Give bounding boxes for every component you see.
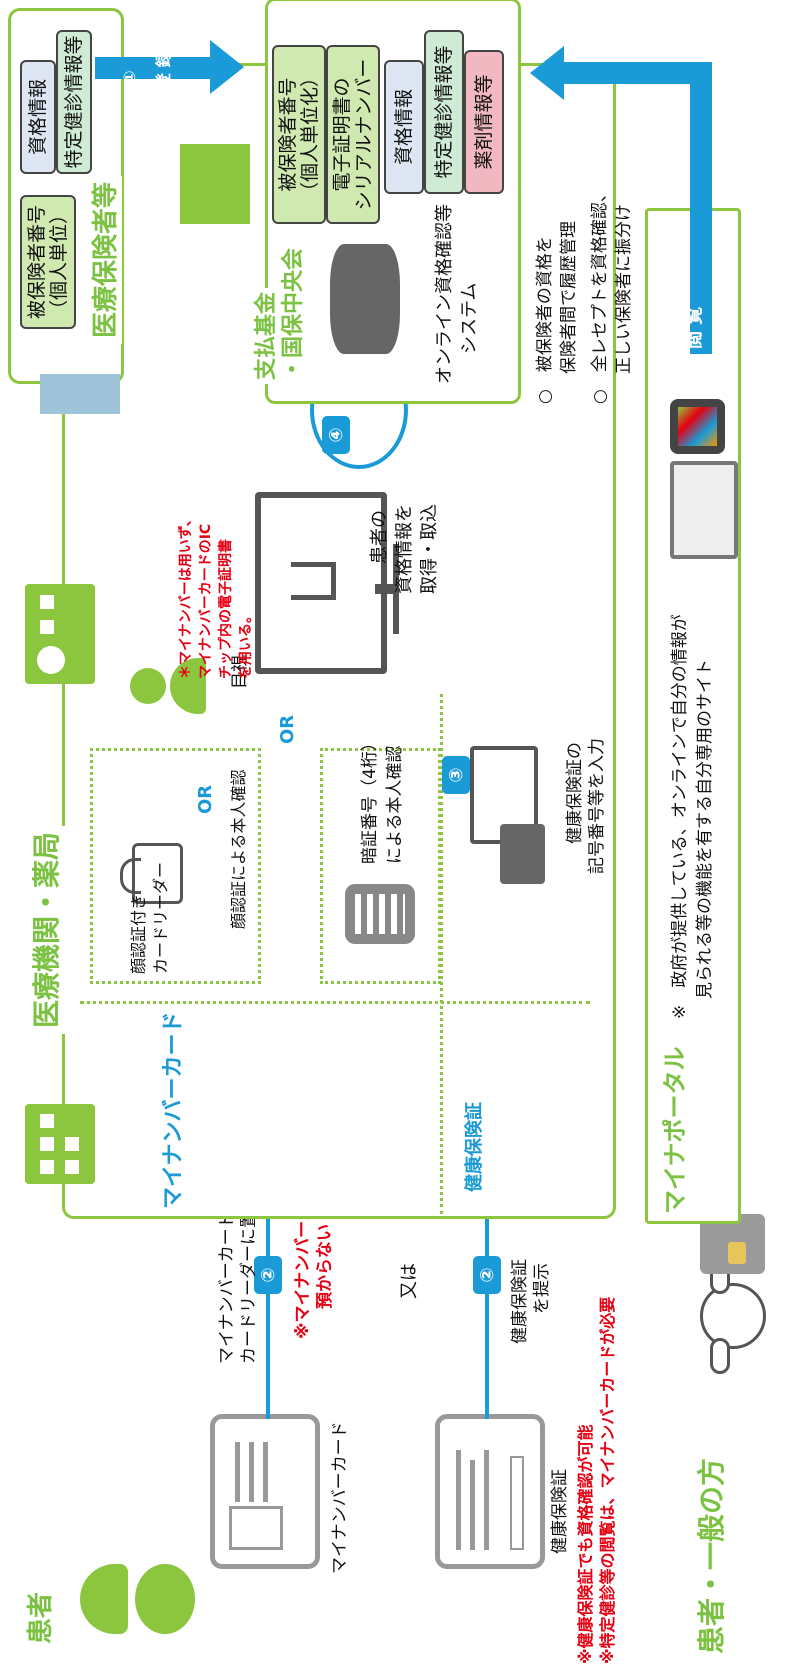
section-divider-v [80,1001,590,1004]
step2-badge-b: ② [473,1256,501,1294]
fund-building-icon [180,144,250,224]
db-checkup-info: 特定健診情報等 [424,30,464,194]
insurer-insured-number-1: 被保険者番号 [26,205,48,320]
browse-arrow-head [530,46,564,100]
insurance-card-icon [435,1414,545,1569]
db-serial-number: 電子証明書のシリアルナンバー [326,45,380,224]
browse-arrow-bend [560,62,712,84]
step1-badge: ① [120,70,139,84]
step3-badge: ③ [442,756,470,794]
or-label-1: OR [195,784,216,814]
insurer-title: 医療保険者等 [85,175,122,344]
db-drug-info: 薬剤情報等 [464,50,504,194]
red-note-4: を用いる。 [238,609,254,679]
fund-bullet-2b: 正しい保険者に振分け [614,204,634,374]
insurance-card-label: 健康保険証 [550,1469,570,1554]
general-public-title: 患者・一般の方 [695,1457,728,1654]
insurer-insured-number: 被保険者番号（個人単位） [20,195,76,329]
face-reader-text-2: カードリーダー [151,861,170,974]
pharmacy-building-icon [25,584,95,684]
db-insured-number-1: 被保険者番号 [277,77,299,192]
face-auth-label: 顔認証による本人確認 [229,769,248,929]
patient-title: 患者 [26,1591,56,1644]
db-serial-number-1: 電子証明書の [331,77,353,192]
system-text-1: オンライン資格確認等 [434,204,455,384]
pin-pad-icon [345,884,415,944]
bottom-note-2: ※特定健診等の閲覧は、マイナンバーカードが必要 [598,1296,617,1664]
step3-text-2: 記号番号等を入力 [587,738,607,874]
mynumber-card-section-label: マイナンバーカード [161,1011,186,1209]
pin-text-1: 暗証番号（4桁） [360,734,380,864]
red-note-2: マイナンバーカードのIC [198,523,214,679]
insurer-qualification-info: 資格情報 [20,60,56,174]
or-label: 又は [399,1263,420,1299]
mynumber-card-label: マイナンバーカード [330,1421,350,1574]
system-text-2: システム [459,282,480,354]
portal-title: マイナポータル [661,1046,689,1214]
pc-keyboard-icon [470,744,550,884]
retrieve-text-3: 取得・取込 [419,504,440,594]
face-reader-text-1: 顔認証付き [129,893,148,974]
hospital-title: 医療機関・薬局 [25,825,65,1034]
portal-desc-1: ※ 政府が提供している、オンラインで自分の情報が [670,614,690,1019]
database-icon [330,244,400,354]
step4-badge: ④ [322,416,350,454]
portal-desc-2: 見られる等の機能を有する自分専用のサイト [695,659,715,999]
smartphone-icon [670,399,725,454]
hospital-building-icon [25,1104,95,1184]
red-note-3: チップ内の電子証明書 [218,539,234,679]
db-insured-number-2: （個人単位化） [299,68,321,202]
laptop-icon [670,461,738,559]
pin-text-2: による本人確認 [385,745,405,865]
step1-label: 登 録 [154,51,173,89]
fund-bullet-2a: ○ 全レセプトを資格確認、 [590,185,610,404]
retrieve-text-1: 患者の [369,510,390,564]
db-serial-number-2: シリアルナンバー [353,58,375,211]
patient-avatar-icon [80,1564,200,1634]
register-arrow-head [210,40,244,94]
insurance-card-section-label: 健康保険証 [464,1102,485,1192]
step2-b-text-2: を提示 [532,1263,552,1314]
fund-bullet-1a: ○ 被保険者の資格を [535,236,555,404]
step2-a-text-2: カードリーダーに置く [239,1194,259,1364]
step2-a-note-2: 預からない [315,1224,335,1309]
db-qualification-info: 資格情報 [384,60,424,194]
retrieve-text-2: 資格情報を [394,504,415,594]
fund-title-2: ・国保中央会 [275,243,307,384]
mascot-icon [670,1260,780,1374]
db-insured-number: 被保険者番号（個人単位化） [272,45,326,224]
mynumber-card-icon [210,1414,320,1569]
red-note-1: ＊マイナンバーは用いず、 [178,512,194,679]
insurer-insured-number-2: （個人単位） [48,205,70,320]
browse-label: 閲 覧 [684,306,705,349]
insurer-checkup-info: 特定健診情報等 [56,30,92,174]
insurer-building-icon [40,374,120,414]
fund-bullet-1b: 保険者間で履歴管理 [559,221,579,374]
or-label-2: OR [277,714,298,744]
bottom-note-1: ※健康保険証でも資格確認が可能 [576,1424,595,1664]
